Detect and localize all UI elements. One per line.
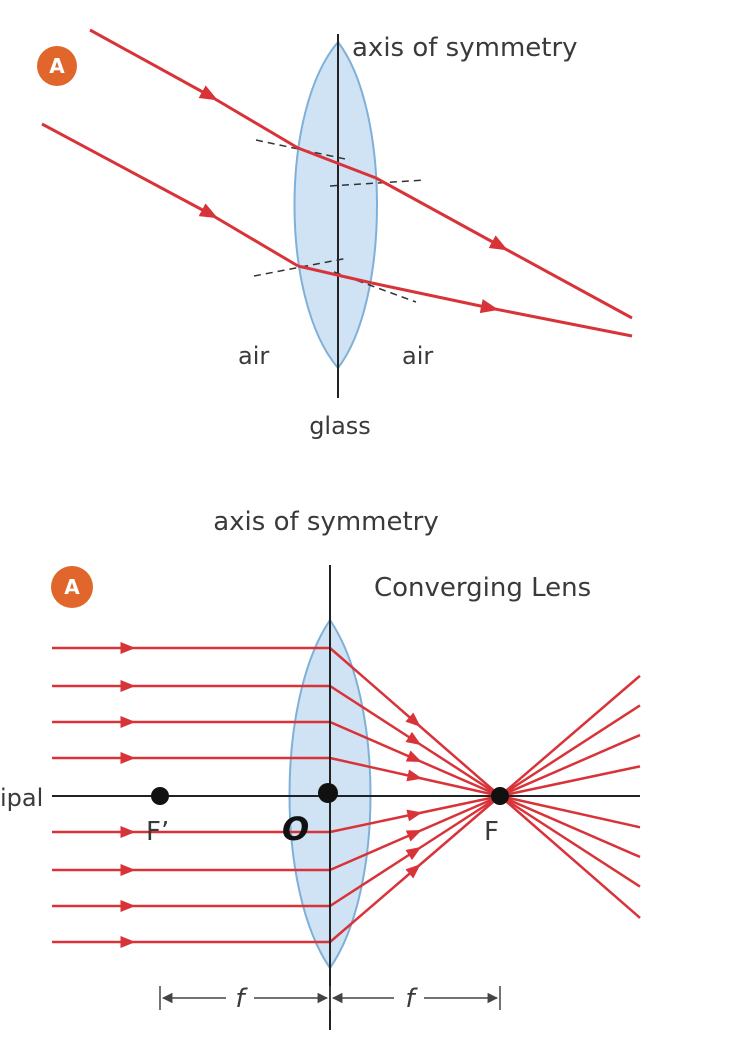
diverging-ray-3 (499, 794, 641, 859)
refracted-ray-3-cont (414, 757, 501, 798)
top-ray-upper (89, 28, 633, 320)
refracted-ray-7-cont (414, 794, 501, 853)
converging-lens-title: Converging Lens (374, 573, 591, 603)
focal-point-left-label: F’ (146, 817, 169, 847)
focal-point-left-dot (151, 787, 169, 805)
bottom-badge-label: A (64, 575, 80, 599)
focal-length-markers (159, 986, 501, 1010)
diverging-ray-1 (499, 795, 641, 919)
refracted-ray-5 (329, 809, 423, 834)
refracted-ray-1 (329, 647, 421, 727)
top-ray-lower (41, 122, 633, 338)
refracted-ray-7 (329, 846, 422, 908)
top-right-medium-label: air (402, 342, 433, 370)
diverging-ray-2 (499, 794, 641, 888)
focal-length-left-label: f (235, 984, 248, 1014)
diverging-ray-7 (499, 704, 641, 798)
top-badge-icon: A (37, 46, 77, 86)
top-axis-label: axis of symmetry (352, 33, 578, 63)
top-badge-label: A (49, 54, 65, 78)
top-left-medium-label: air (238, 342, 269, 370)
diverging-ray-5 (499, 765, 641, 798)
refracted-ray-6 (329, 830, 422, 872)
top-lens-material-label: glass (309, 412, 371, 440)
refracted-ray-4-cont (414, 775, 501, 798)
focal-point-right-dot (491, 787, 509, 805)
principal-axis-label: ipal (0, 784, 43, 812)
bottom-badge-icon: A (51, 566, 93, 608)
diverging-ray-6 (499, 733, 641, 798)
refracted-ray-3 (329, 720, 422, 762)
bottom-axis-label: axis of symmetry (213, 507, 439, 537)
top-diagram: A axis of symmetry (37, 28, 633, 440)
refracted-ray-4 (329, 756, 423, 782)
refracted-ray-8 (329, 864, 421, 943)
refracted-ray-2 (329, 684, 422, 746)
focal-point-right-label: F (484, 817, 499, 847)
focal-length-right-label: f (405, 984, 418, 1014)
top-lens (293, 40, 378, 370)
refracted-ray-1-cont (414, 721, 501, 797)
optical-centre-label: O (282, 810, 309, 848)
diverging-ray-8 (499, 674, 641, 797)
refracted-ray-6-cont (414, 794, 501, 835)
optical-centre-dot (318, 783, 338, 803)
refracted-ray-8-cont (414, 795, 501, 870)
diverging-ray-4 (499, 794, 641, 829)
bottom-diagram: axis of symmetry A Converging Lens ipal … (0, 507, 641, 1030)
refracted-ray-5-cont (414, 794, 501, 816)
bottom-rays (52, 642, 641, 948)
refracted-ray-2-cont (414, 739, 501, 798)
